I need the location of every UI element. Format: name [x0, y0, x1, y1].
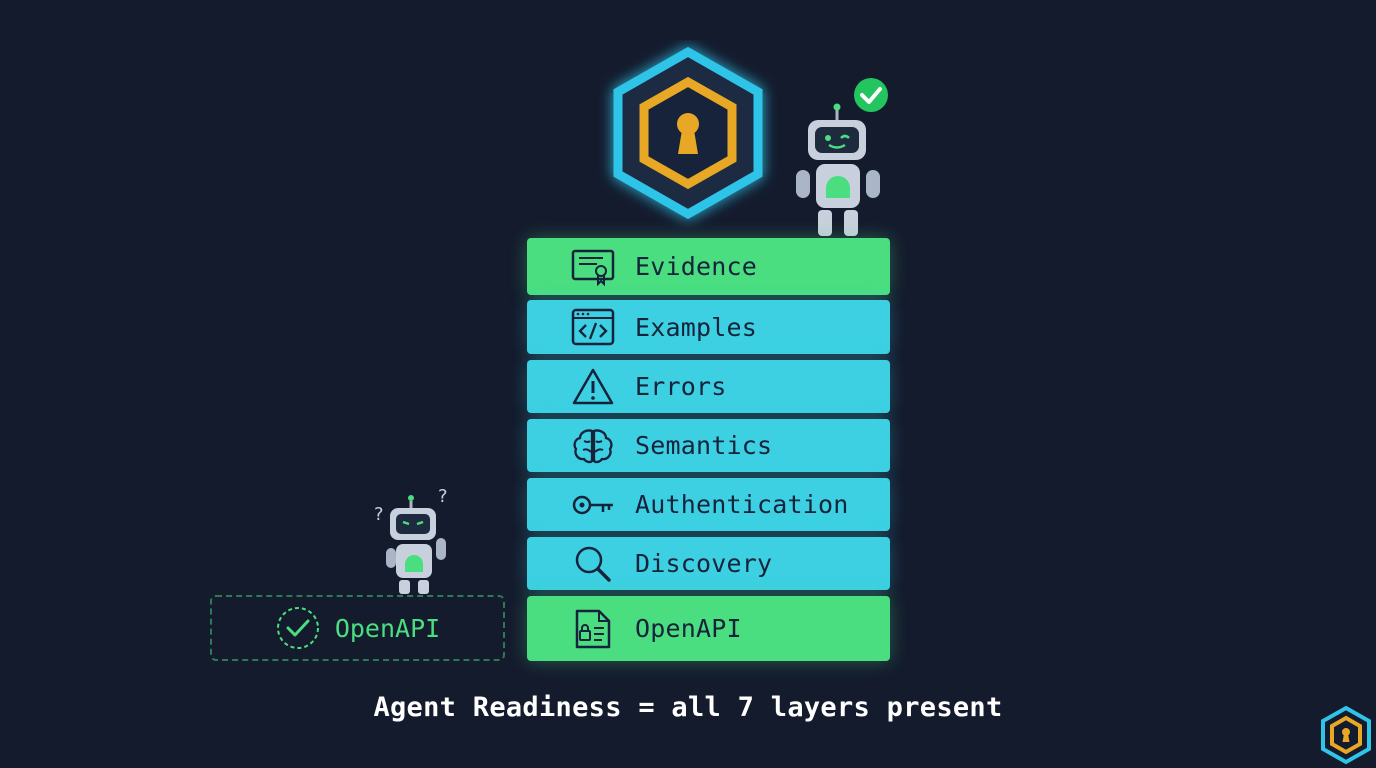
layer-label: Errors: [635, 372, 727, 401]
shield-keyhole-icon: [613, 46, 763, 220]
locked-document-icon: [571, 609, 617, 649]
layer-evidence: Evidence: [527, 238, 890, 295]
magnifier-icon: [571, 544, 617, 584]
layer-discovery: Discovery: [527, 537, 890, 590]
layer-label: Authentication: [635, 490, 849, 519]
standalone-openapi-label: OpenAPI: [334, 613, 441, 643]
layer-openapi: OpenAPI: [527, 596, 890, 661]
certificate-icon: [571, 247, 617, 287]
svg-text:?: ?: [438, 486, 448, 507]
brain-icon: [571, 426, 617, 466]
layer-semantics: Semantics: [527, 419, 890, 472]
happy-robot-icon: [796, 78, 888, 236]
brand-logo-icon: [1321, 705, 1371, 765]
layer-label: Examples: [635, 312, 758, 342]
layer-label: Semantics: [635, 431, 773, 460]
layer-label: OpenAPI: [635, 614, 742, 643]
layer-authentication: Authentication: [527, 478, 890, 531]
key-icon: [571, 485, 617, 525]
layer-label: Evidence: [635, 252, 758, 281]
svg-text:?: ?: [374, 504, 384, 525]
confused-robot-icon: ? ?: [374, 486, 448, 594]
layer-errors: Errors: [527, 360, 890, 413]
warning-icon: [571, 367, 617, 407]
layer-label: Discovery: [635, 549, 773, 578]
standalone-openapi-box: OpenAPI: [210, 595, 505, 661]
layer-examples: Examples: [527, 300, 890, 354]
caption: Agent Readiness = all 7 layers present: [373, 692, 1003, 723]
code-window-icon: [571, 307, 617, 347]
check-circle-icon: [276, 607, 319, 649]
